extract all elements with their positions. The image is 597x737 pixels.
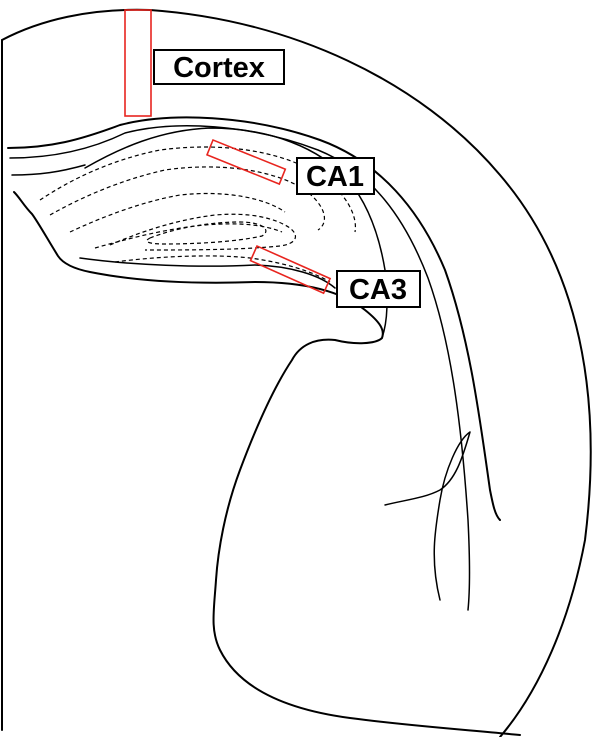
- ca1-roi: [207, 140, 285, 184]
- cortex-label-text: Cortex: [173, 52, 265, 84]
- ca1-label: CA1: [297, 158, 374, 194]
- cortex-outer-boundary: [2, 10, 591, 737]
- hippocampal-layer-4: [95, 224, 282, 248]
- ca3-label-text: CA3: [349, 274, 407, 306]
- white-matter-lower-line: [12, 165, 85, 175]
- ventricle-branch: [385, 432, 470, 600]
- dentate-gyrus-outer: [115, 256, 330, 282]
- hippocampal-layer-3: [70, 194, 285, 232]
- hippocampus-outline: [14, 192, 520, 735]
- hippocampal-layer-5: [110, 214, 295, 250]
- white-matter-upper-line: [8, 117, 500, 520]
- ca3-label: CA3: [337, 271, 420, 307]
- ca1-label-text: CA1: [306, 161, 364, 193]
- cortex-label: Cortex: [154, 50, 284, 84]
- white-matter-mid-line: [10, 126, 470, 610]
- cortex-roi: [125, 10, 151, 116]
